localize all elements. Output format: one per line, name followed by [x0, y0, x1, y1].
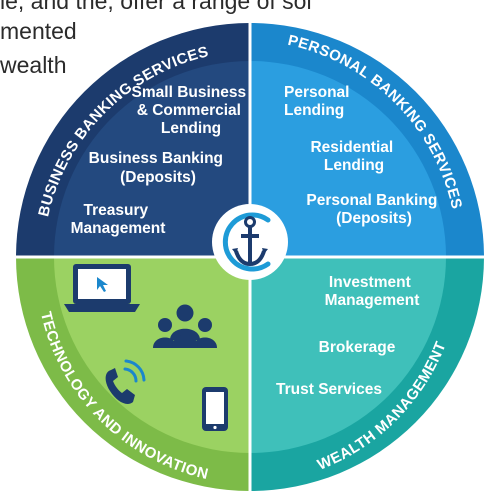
phone-call-icon	[105, 359, 146, 404]
anchor-c-logo-icon	[212, 204, 288, 280]
tablet-icon	[202, 387, 228, 431]
business-item-business-banking-deposits: Business Banking (Deposits)	[89, 150, 228, 186]
laptop-icon	[64, 264, 140, 312]
business-item-treasury-management: Treasury Management	[71, 202, 166, 237]
people-group-icon	[153, 304, 217, 348]
business-banking-quadrant	[54, 61, 250, 257]
personal-item-personal-banking-deposits: Personal Banking (Deposits)	[306, 192, 441, 227]
personal-banking-quadrant	[250, 61, 446, 257]
wealth-management-quadrant	[250, 257, 446, 453]
personal-item-personal-lending: Personal Lending	[284, 84, 354, 119]
business-item-small-business-lending: Small Business & Commercial Lending	[132, 84, 251, 137]
wealth-item-investment-management: Investment Management	[325, 274, 420, 309]
wealth-item-brokerage: Brokerage	[319, 339, 396, 356]
background-text-line-1: le, and the, offer a range of sol	[0, 0, 312, 14]
background-text-line-3: wealth	[0, 52, 67, 78]
background-text-line-2: mented	[0, 18, 77, 44]
personal-item-residential-lending: Residential Lending	[310, 139, 397, 174]
wealth-item-trust-services: Trust Services	[276, 381, 382, 398]
